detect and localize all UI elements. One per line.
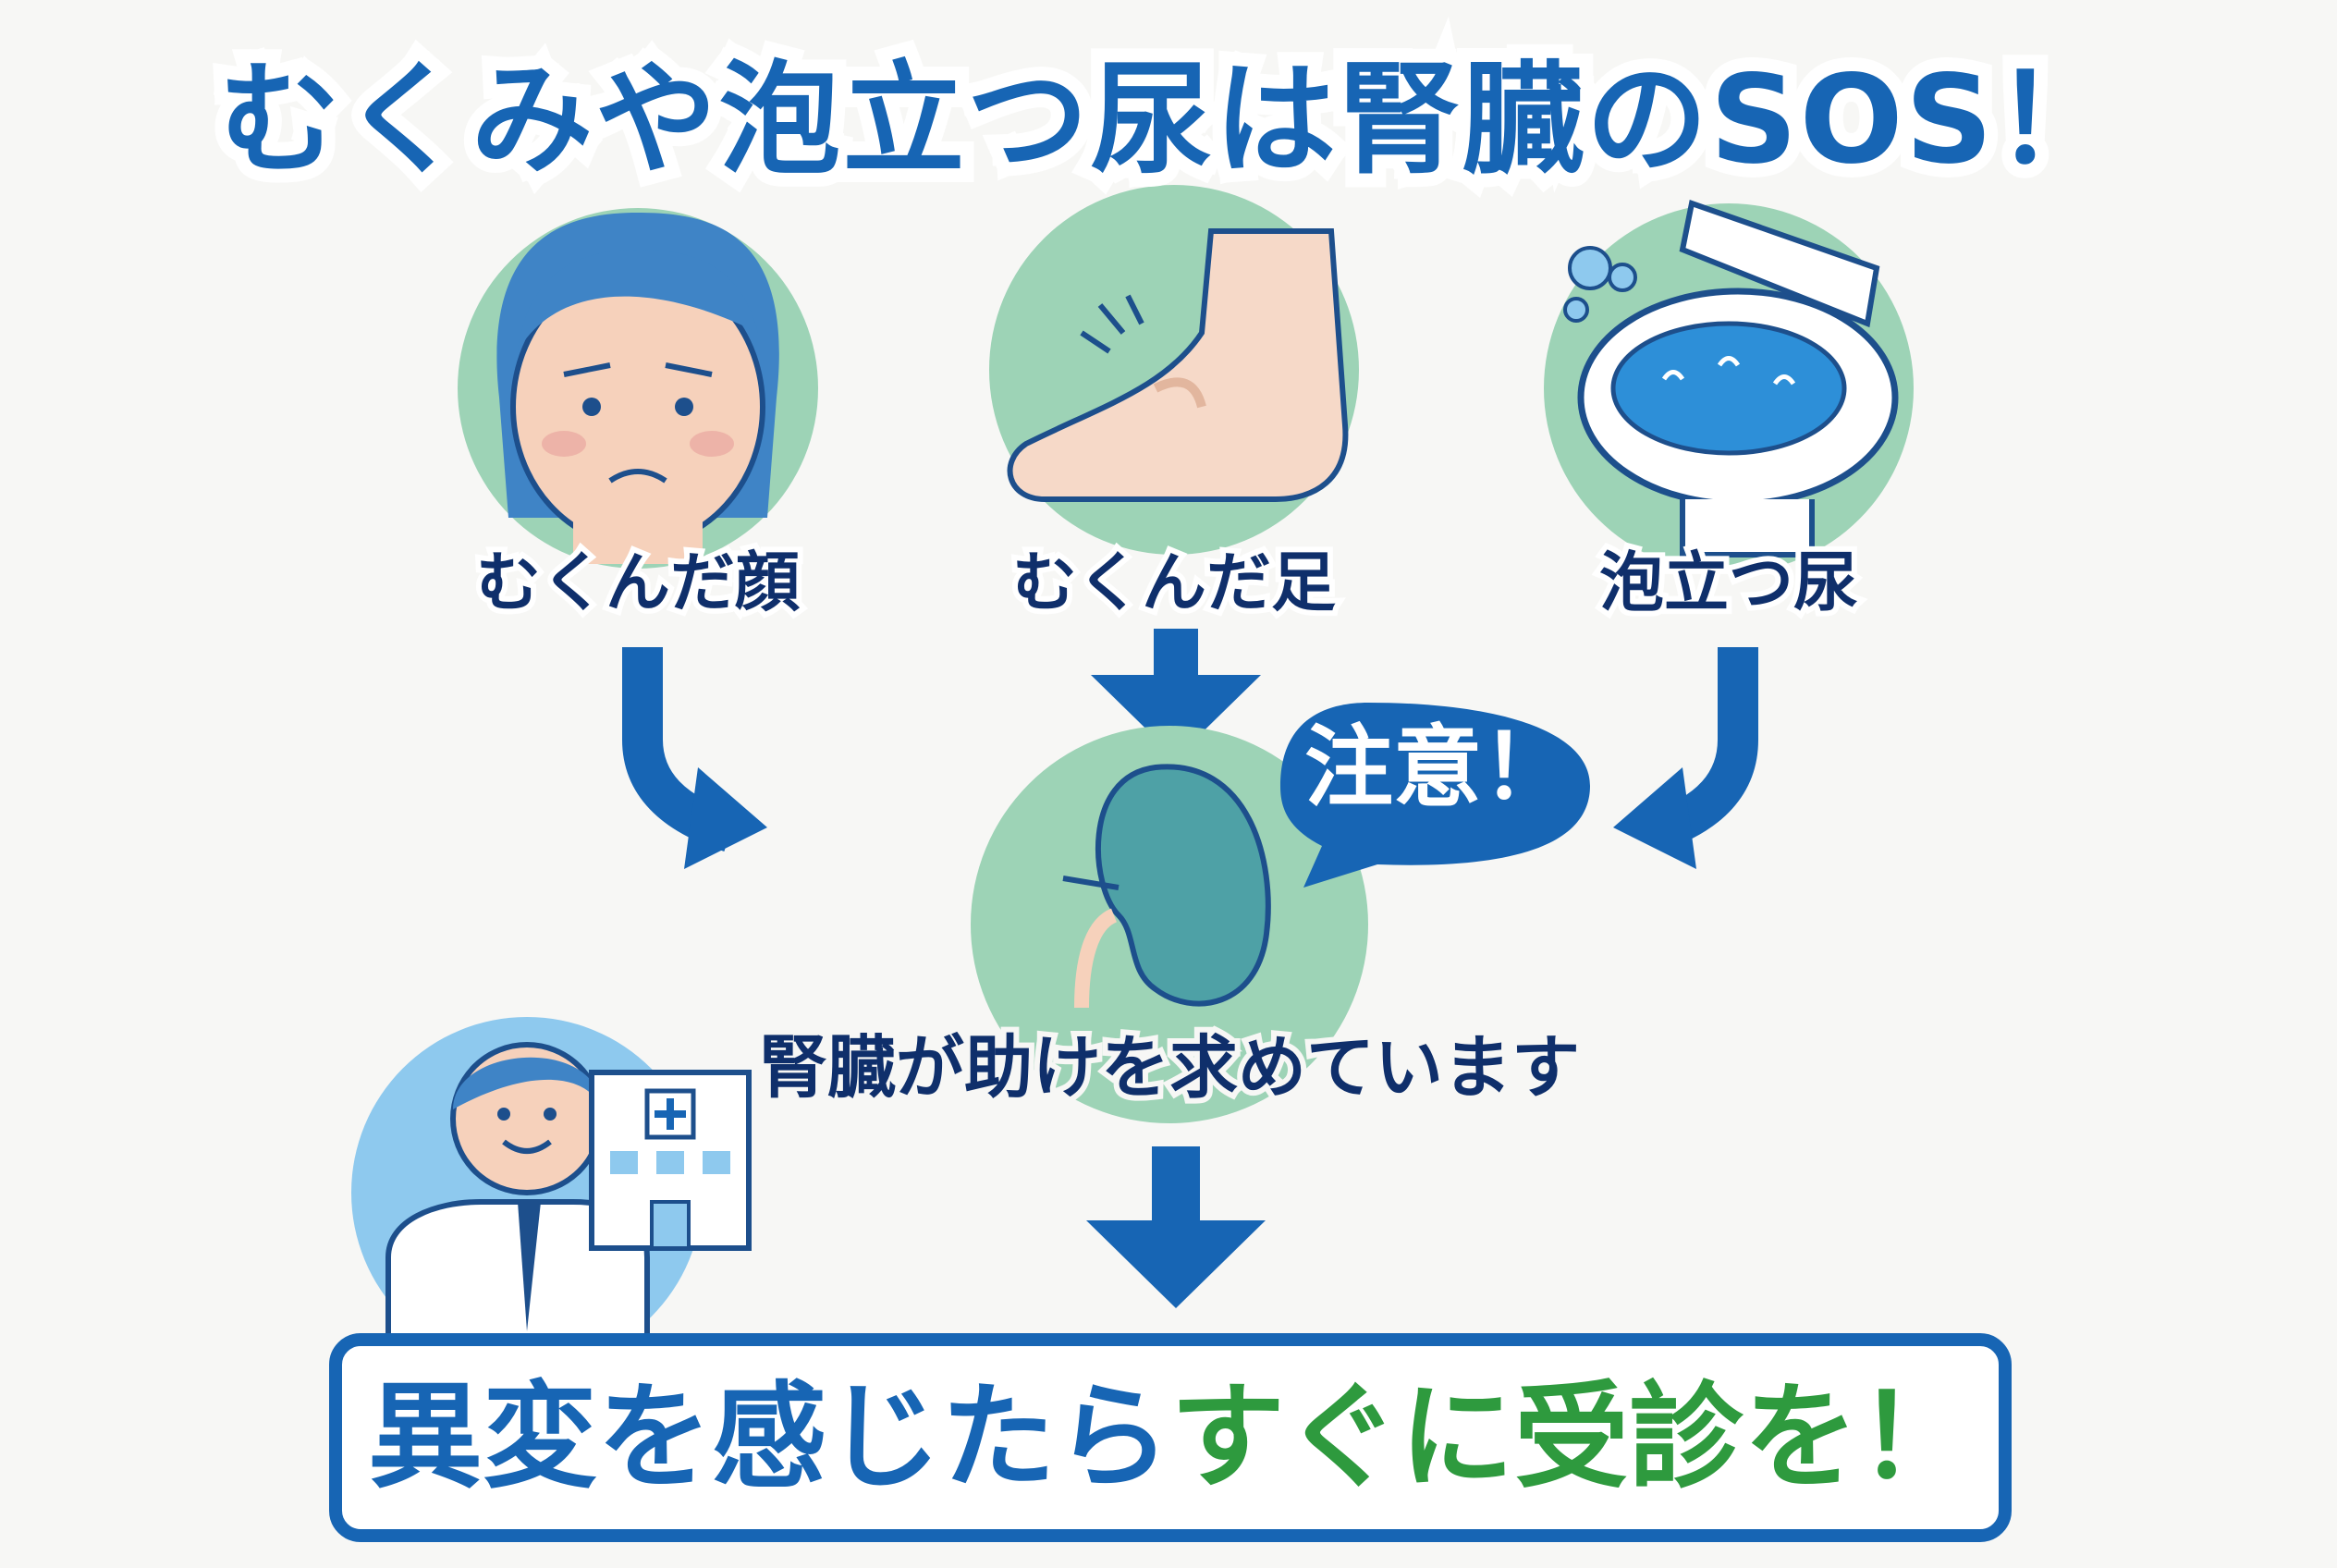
- foamy-toilet-icon: [1544, 200, 1914, 573]
- call-to-action-box: 異変を感じたらすぐに受診を！: [329, 1333, 2012, 1542]
- caution-text: 注意！: [1304, 716, 1571, 819]
- page-title: むくみや泡立つ尿は腎臓のSOS！: [204, 35, 2131, 205]
- symptom-label-urine: 泡立つ尿: [1594, 539, 1864, 626]
- caution-bubble: [1280, 703, 1590, 888]
- cta-part2: すぐに受診を！: [1170, 1371, 1974, 1504]
- hospital-icon: [589, 1070, 752, 1251]
- cta-part1: 異変を感じたら: [367, 1371, 1170, 1504]
- swollen-foot-icon: [989, 185, 1359, 555]
- kidney-message: 腎臓が助けを求めています: [753, 1023, 1585, 1113]
- symptom-label-foot: むくんだ足: [1007, 539, 1341, 626]
- flow-arrows: [622, 629, 1758, 1308]
- symptom-label-face: むくんだ顔: [471, 539, 805, 626]
- kidney-icon: [971, 726, 1368, 1123]
- swollen-face-icon: [458, 208, 818, 569]
